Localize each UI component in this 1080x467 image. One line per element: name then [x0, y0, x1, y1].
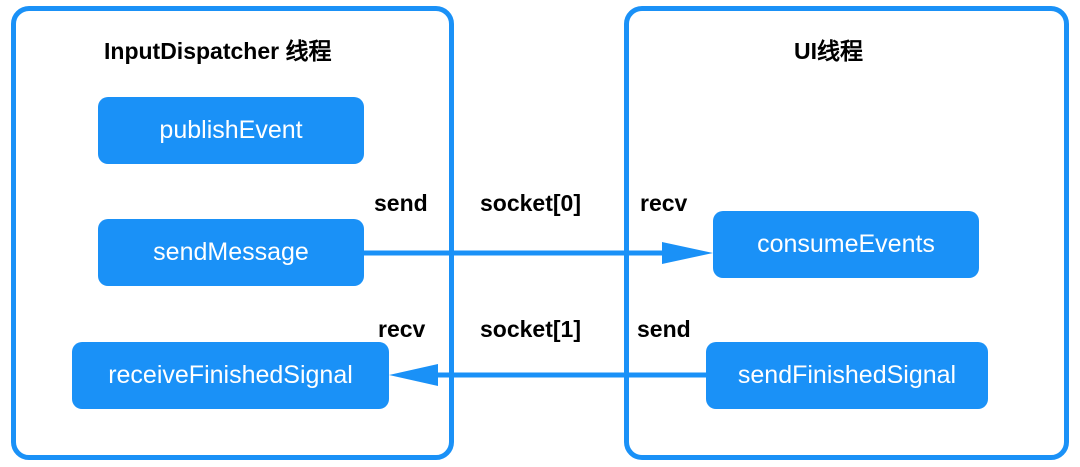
consume-events-box: consumeEvents: [713, 211, 979, 278]
top-send-label: send: [374, 190, 428, 216]
socket1-label: socket[1]: [480, 316, 581, 342]
socket0-label: socket[0]: [480, 190, 581, 216]
send-message-box: sendMessage: [98, 219, 364, 286]
receive-finished-signal-box: receiveFinishedSignal: [72, 342, 389, 409]
send-finished-signal-box: sendFinishedSignal: [706, 342, 988, 409]
publish-event-box: publishEvent: [98, 97, 364, 164]
bottom-recv-label: recv: [378, 316, 426, 342]
top-recv-label: recv: [640, 190, 688, 216]
bottom-send-label: send: [637, 316, 691, 342]
ui-thread-title: UI线程: [794, 38, 863, 64]
inputdispatcher-thread-title: InputDispatcher 线程: [104, 38, 332, 64]
